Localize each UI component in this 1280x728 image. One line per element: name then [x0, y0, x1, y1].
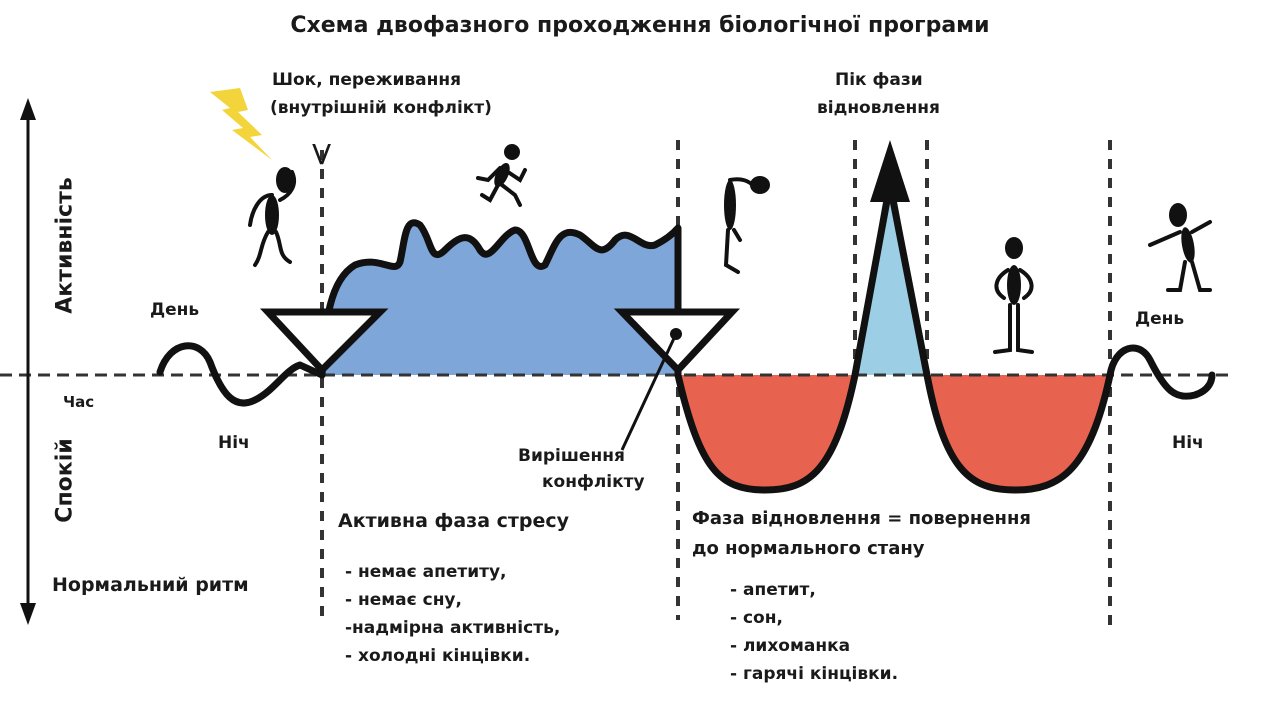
exhausted-figure-icon	[723, 176, 770, 274]
day-night-wave-left	[156, 342, 326, 407]
lightning-icon	[210, 88, 272, 160]
activity-axis-arrow	[20, 98, 36, 625]
shock-label-line2: (внутрішній конфлікт)	[270, 98, 492, 118]
active-phase-curve	[318, 219, 682, 379]
shock-label-line1: Шок, переживання	[272, 70, 462, 90]
axis-label-rest: Спокій	[52, 438, 78, 523]
recovery-phase-item: - гарячі кінцівки.	[730, 664, 899, 684]
running-figure-icon	[476, 144, 527, 207]
active-phase-item: - холодні кінцівки.	[345, 646, 531, 666]
axis-label-time: Час	[63, 393, 95, 411]
resolution-label-line1: Вирішення	[518, 446, 625, 466]
active-phase-item: - немає сну,	[345, 590, 462, 610]
normal-rhythm-label: Нормальний ритм	[52, 574, 249, 596]
recovery-phase-item: - лихоманка	[730, 636, 851, 656]
axis-label-activity: Активність	[52, 177, 78, 314]
recovery-phase-item: - апетит,	[730, 580, 816, 600]
active-phase-item: -надмірна активність,	[345, 618, 561, 638]
peak-label-line2: відновлення	[817, 98, 940, 118]
peak-label-line1: Пік фази	[835, 70, 923, 90]
recovery-phase-item: - сон,	[730, 608, 783, 628]
recovery-phase-title-line1: Фаза відновлення = повернення	[692, 508, 1031, 529]
standing-figure-icon	[993, 237, 1034, 354]
conflict-resolution-triangle	[613, 308, 741, 376]
recovery-bowl-right	[927, 375, 1110, 490]
happy-figure-icon	[1148, 203, 1212, 292]
resolution-label-line2: конфлікту	[542, 472, 645, 492]
active-phase-item: - немає апетиту,	[345, 562, 507, 582]
night-label-left: Ніч	[218, 433, 250, 453]
day-night-wave-right	[1106, 344, 1216, 400]
peak-arrowhead	[870, 140, 910, 202]
day-label-right: День	[1135, 309, 1185, 329]
resolution-pointer	[620, 333, 678, 451]
conflict-shock-triangle	[259, 308, 389, 376]
day-label-left: День	[150, 300, 200, 320]
recovery-phase-title-line2: до нормального стану	[692, 538, 925, 559]
recovery-bowl-left	[678, 375, 855, 490]
phase-dividers	[320, 140, 1112, 625]
active-phase-title: Активна фаза стресу	[338, 510, 570, 532]
night-label-right: Ніч	[1172, 433, 1204, 453]
v-mark: V	[312, 138, 332, 171]
page-title: Схема двофазного проходження біологічної…	[290, 13, 990, 38]
active-phase-area	[322, 222, 678, 375]
stressed-figure-icon	[248, 167, 297, 267]
peak-area	[855, 200, 927, 375]
